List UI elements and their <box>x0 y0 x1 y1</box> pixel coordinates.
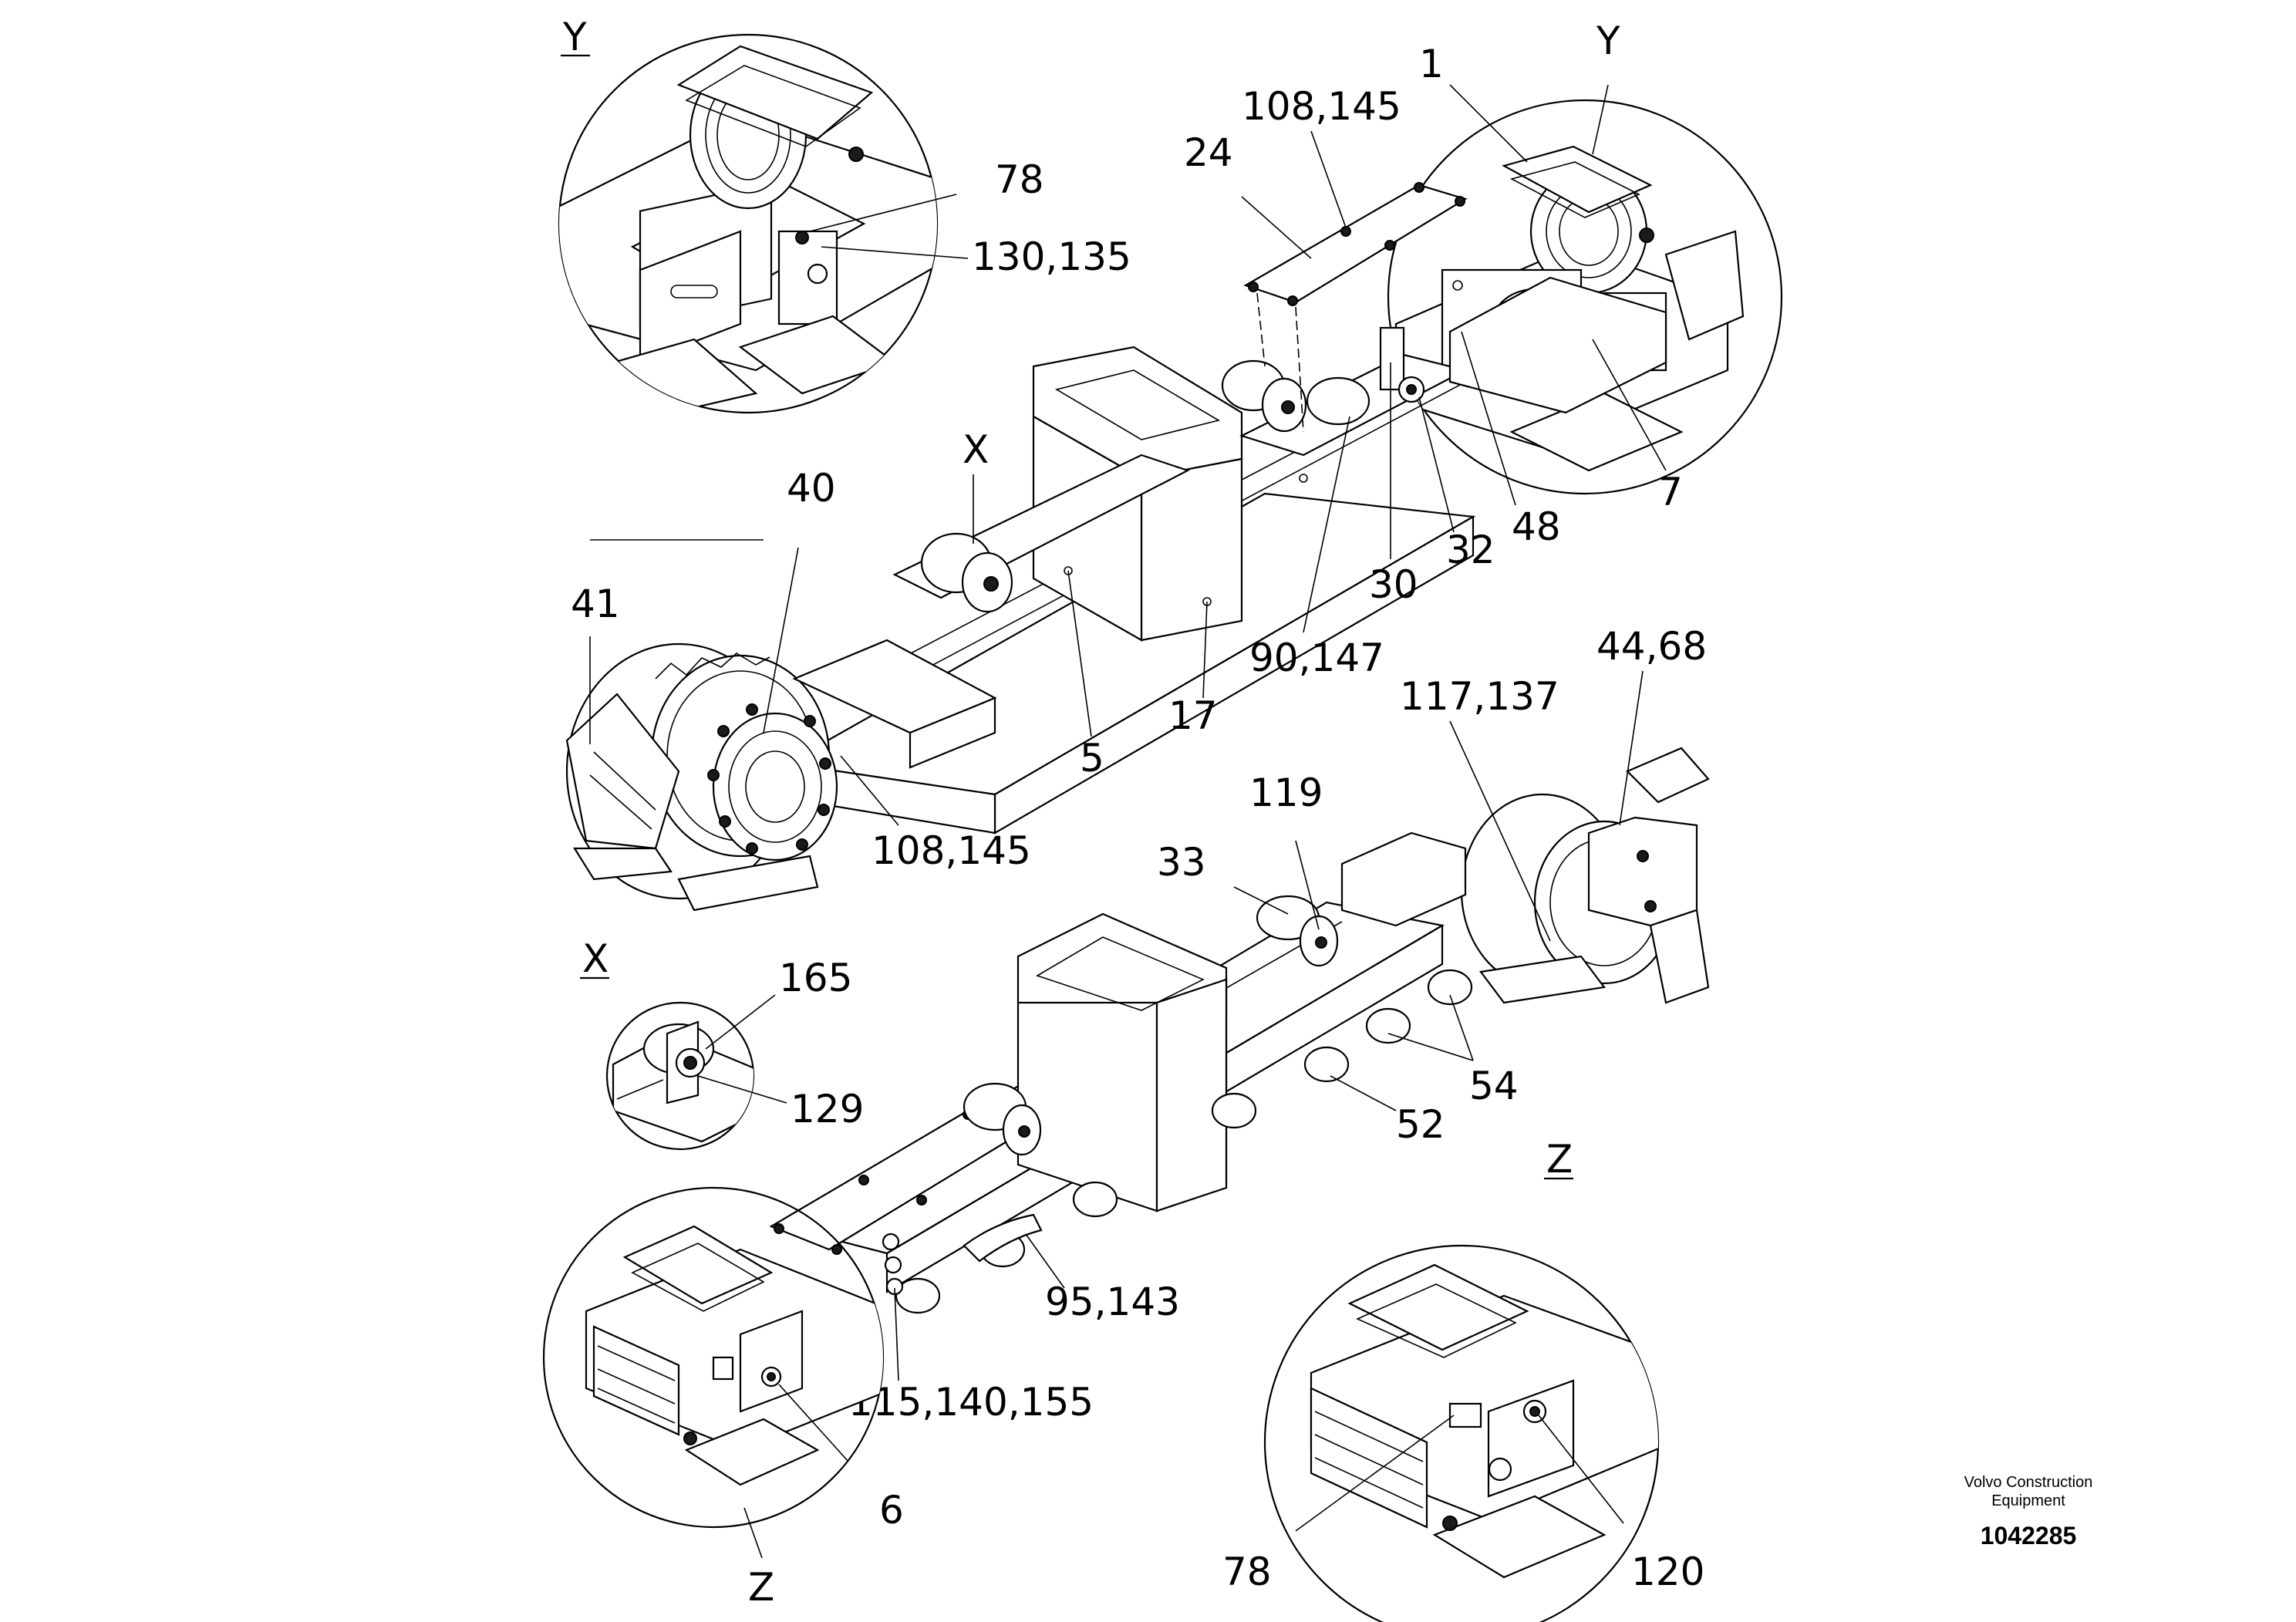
detail-circle-y-left <box>558 33 939 414</box>
callout-120: 120 <box>1631 1549 1704 1594</box>
callout-115-140-155: 115,140,155 <box>848 1380 1094 1425</box>
callout-1: 1 <box>1419 42 1444 86</box>
brand-block: Volvo Construction Equipment 1042285 <box>1964 1474 2093 1549</box>
callout-5: 5 <box>1080 736 1104 781</box>
callout-52: 52 <box>1396 1102 1445 1147</box>
callout-40: 40 <box>787 466 836 511</box>
view-label-x: X <box>582 936 609 981</box>
view-label-y-left: Y <box>562 15 587 59</box>
callout-33: 33 <box>1157 840 1206 885</box>
carrier-roller-1 <box>920 532 1013 613</box>
view-label-z-right: Z <box>1546 1137 1573 1182</box>
callout-119: 119 <box>1249 771 1323 815</box>
carrier-roller-2 <box>1221 359 1307 433</box>
callout-24: 24 <box>1184 130 1233 175</box>
callout-95-143: 95,143 <box>1045 1280 1180 1324</box>
callout-41: 41 <box>571 582 620 626</box>
callout-78-bottom: 78 <box>1222 1549 1272 1594</box>
track-frame-lower <box>769 747 1710 1353</box>
detail-circle-z-left <box>542 1186 885 1529</box>
callout-7: 7 <box>1658 470 1683 514</box>
callout-90-147: 90,147 <box>1249 636 1384 680</box>
callout-108-145-top: 108,145 <box>1242 84 1401 129</box>
carrier-roller-4 <box>1256 895 1339 967</box>
callout-129: 129 <box>791 1087 864 1131</box>
brand-line-1: Volvo Construction <box>1964 1474 2093 1491</box>
callout-32: 32 <box>1446 528 1495 572</box>
view-label-y-right: Y <box>1596 19 1620 63</box>
document-number: 1042285 <box>1981 1522 2077 1549</box>
track-frame-upper <box>565 182 1667 912</box>
callout-108-145-mid: 108,145 <box>872 828 1031 873</box>
callout-17: 17 <box>1168 693 1218 738</box>
callout-117-137: 117,137 <box>1400 674 1559 719</box>
rear-idler <box>1448 276 1667 414</box>
detail-circle-x <box>605 1001 755 1151</box>
view-label-x-main: X <box>963 427 989 472</box>
callout-48: 48 <box>1512 504 1561 549</box>
detail-circle-z-right <box>1263 1244 1660 1622</box>
callout-30: 30 <box>1369 562 1418 607</box>
callout-44-68: 44,68 <box>1596 624 1707 669</box>
callout-6: 6 <box>879 1488 904 1533</box>
view-label-z-left: Z <box>748 1565 774 1610</box>
rear-sprocket <box>1460 747 1710 1004</box>
carrier-roller-3 <box>963 1082 1042 1156</box>
callout-54: 54 <box>1469 1064 1519 1108</box>
callout-78-top: 78 <box>995 157 1044 202</box>
callout-130-135: 130,135 <box>972 234 1131 279</box>
callout-165: 165 <box>779 956 852 1000</box>
brand-line-2: Equipment <box>1991 1492 2065 1509</box>
